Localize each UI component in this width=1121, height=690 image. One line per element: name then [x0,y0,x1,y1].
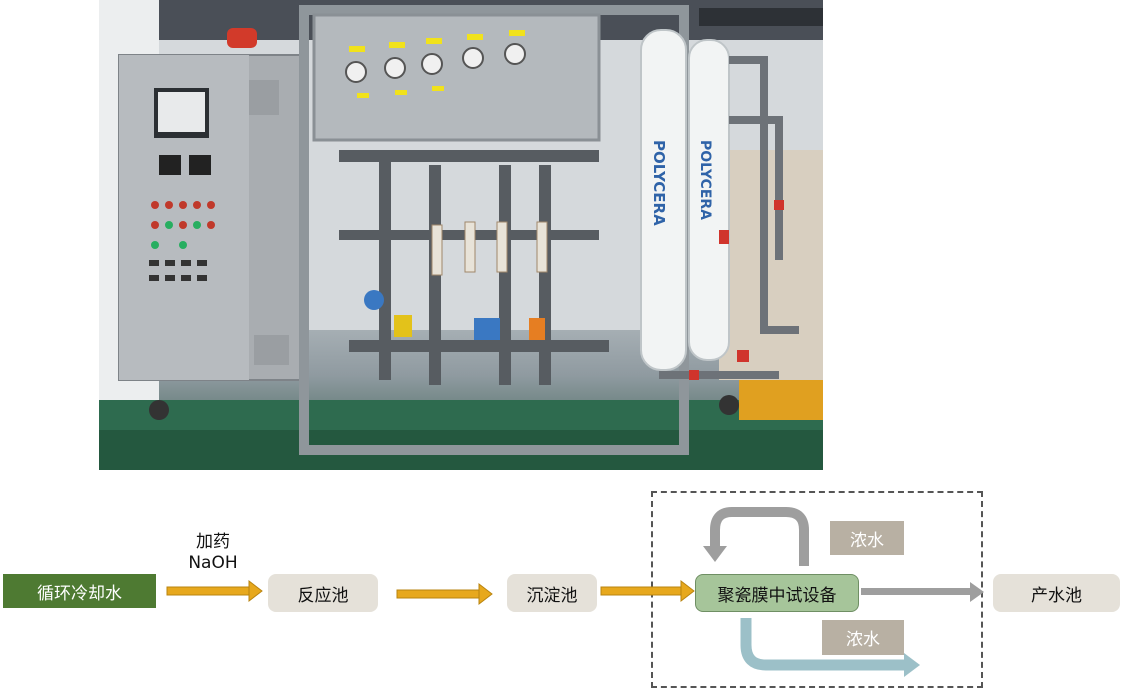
node-reaction-tank: 反应池 [268,574,378,612]
arrow-to-product [861,582,984,602]
arrow-to-settling [396,582,493,606]
equipment-illustration: POLYCERA POLYCERA [99,0,823,470]
node-circulating-cooling-water: 循环冷却水 [3,574,156,608]
reagent-label: NaOH [188,553,238,573]
arrow-to-device [600,579,695,603]
concentrate-out-arrow [740,618,905,671]
equipment-photo: POLYCERA POLYCERA [99,0,823,470]
brand-label-2: POLYCERA [697,140,713,220]
node-product-water-tank: 产水池 [993,574,1120,612]
concentrate-recycle-tag: 浓水 [830,521,904,555]
recycle-arrowhead [703,546,727,562]
arrow-to-reaction [166,579,263,603]
node-membrane-pilot-device: 聚瓷膜中试设备 [695,574,859,612]
recycle-arrow [710,507,809,566]
brand-label: POLYCERA [650,140,668,226]
node-settling-tank: 沉淀池 [507,574,597,612]
concentrate-out-arrowhead [904,653,920,677]
dosing-label: 加药 [196,532,230,552]
concentrate-out-tag: 浓水 [822,620,904,655]
